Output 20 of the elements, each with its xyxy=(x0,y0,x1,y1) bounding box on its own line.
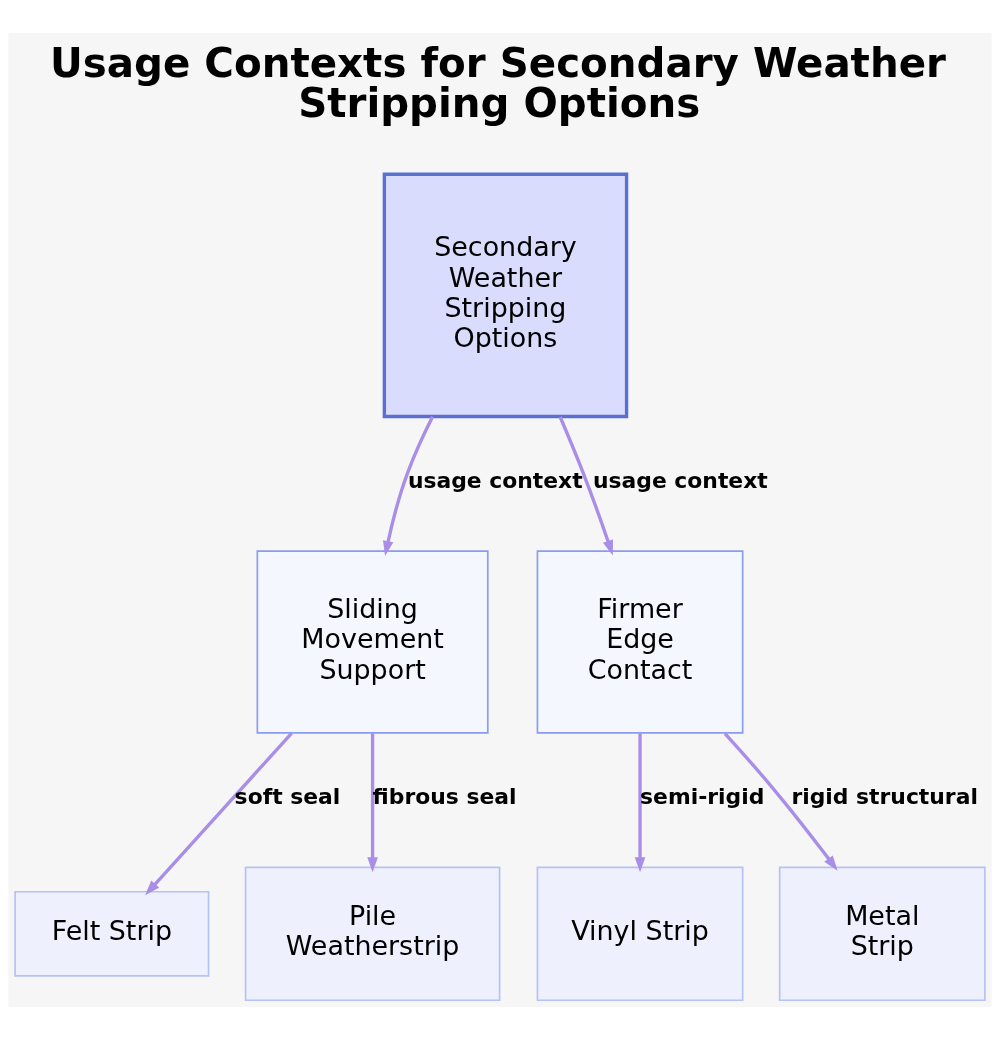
edge-label: fibrous seal xyxy=(372,783,517,809)
node-box: Metal Strip xyxy=(778,866,986,1001)
node-box: Vinyl Strip xyxy=(536,866,744,1001)
node-box: Pile Weatherstrip xyxy=(244,866,501,1001)
edge-label: usage context xyxy=(407,467,583,493)
arrow xyxy=(382,415,435,556)
arrow xyxy=(367,732,378,872)
edge-label: usage context xyxy=(592,467,768,493)
edge-label: semi-rigid xyxy=(640,783,765,809)
node-box: Firmer Edge Contact xyxy=(536,549,744,734)
edge-label: soft seal xyxy=(234,783,341,809)
arrow xyxy=(634,732,646,872)
edge-label: rigid structural xyxy=(791,783,978,809)
arrow xyxy=(145,731,293,895)
node-box: Sliding Movement Support xyxy=(256,549,489,734)
arrow xyxy=(558,415,613,555)
arrow xyxy=(723,731,838,871)
node-box: Felt Strip xyxy=(14,890,210,977)
node-box: Secondary Weather Stripping Options xyxy=(382,172,629,418)
diagram-title: Usage Contexts for Secondary Weather Stripping Options xyxy=(50,39,946,127)
